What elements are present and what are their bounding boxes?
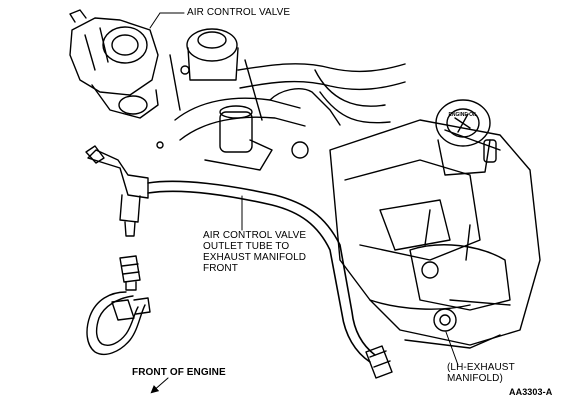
center-fittings: [156, 65, 309, 171]
lh-exhaust-manifold: [404, 209, 511, 349]
label-lh-exhaust-manifold: (LH-EXHAUST MANIFOLD): [447, 362, 515, 384]
oil-cap-text: ENGINE OIL: [449, 112, 478, 118]
leader-lines: [149, 12, 459, 394]
outlet-tube: [147, 180, 376, 363]
leader-lh-exhaust: [445, 331, 459, 366]
oil-fill-cap: [435, 99, 497, 176]
label-outlet-tube: AIR CONTROL VALVE OUTLET TUBE TO EXHAUST…: [203, 230, 307, 274]
upper-hoses: [174, 63, 406, 141]
detached-nut: [119, 255, 141, 291]
tee-fitting: [85, 145, 149, 237]
engine-block: [329, 119, 541, 346]
label-front-of-engine: FRONT OF ENGINE: [132, 367, 226, 378]
label-air-control-valve: AIR CONTROL VALVE: [187, 7, 291, 18]
upper-valve-dome: [169, 28, 263, 121]
figure-id: AA3303-A: [509, 387, 553, 397]
front-of-engine-arrow: [150, 377, 169, 394]
loop-tube: [86, 291, 151, 356]
tube-end-nut: [365, 345, 393, 379]
air-control-valve: [69, 9, 159, 119]
leader-air-control-valve-tip: [149, 12, 161, 29]
